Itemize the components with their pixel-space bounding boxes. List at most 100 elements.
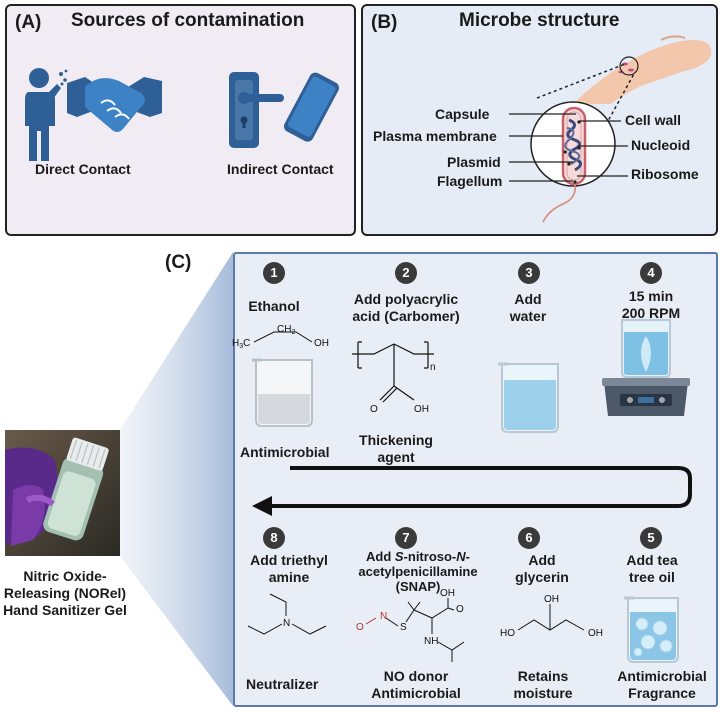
carbonyl-o-text: O (370, 404, 378, 415)
flagellum-label: Flagellum (437, 173, 503, 189)
glycerin-ho-text: HO (500, 628, 515, 639)
triethylamine-structure: N (247, 593, 327, 635)
step-3-title-line-1: Add (514, 291, 542, 307)
step-7-title-line-3: (SNAP) (395, 579, 441, 594)
snap-structure: OH O S N O NH (356, 588, 465, 662)
amine-n-text: N (283, 618, 290, 629)
panel-a: (A) Sources of contamination Direct Cont… (5, 4, 356, 236)
carbomer-structure: n O OH (352, 341, 436, 415)
door-handle-icon (229, 72, 284, 148)
panel-b-tag: (B) (371, 12, 398, 33)
handshake-icon (67, 77, 162, 132)
sanitizer-photo (5, 430, 120, 556)
phone-icon (283, 72, 339, 142)
step-7-title-line-1: Add S-nitroso-N- (365, 549, 470, 564)
step-6-number: 6 (518, 527, 540, 549)
label-leader-lines (509, 113, 628, 182)
capsule-label: Capsule (435, 106, 490, 122)
step-4-title-line-1: 15 min (628, 288, 674, 304)
coughing-person-icon (25, 68, 68, 161)
step-5-title: Add tea tree oil (612, 552, 692, 586)
snap-nh-text: NH (424, 636, 438, 647)
beaker-ethanol-icon (252, 358, 313, 427)
glycerin-oh-top-text: OH (544, 594, 559, 605)
direct-contact-label: Direct Contact (35, 161, 131, 177)
step-7-desc: NO donor Antimicrobial (356, 668, 476, 702)
carboxyl-oh-text: OH (414, 404, 429, 415)
beaker-tea-tree-oil-icon (624, 596, 679, 663)
panel-b-title: Microbe structure (459, 10, 620, 31)
h3c-text: H3C (232, 338, 250, 350)
step-1-number: 1 (263, 262, 285, 284)
step-4-title: 15 min 200 RPM (615, 288, 687, 322)
step-8-number: 8 (263, 527, 285, 549)
step-5-title-line-2: tree oil (629, 569, 675, 585)
step-8-title-line-2: amine (268, 569, 310, 585)
step-6-desc-line-1: Retains (517, 668, 569, 684)
step-2-title: Add polyacrylic acid (Carbomer) (336, 291, 476, 325)
step-8-title-line-1: Add triethyl (250, 552, 328, 568)
step-3-title-line-2: water (509, 308, 547, 324)
step-8-desc: Neutralizer (246, 676, 319, 692)
photo-caption-line-2: Releasing (NORel) (3, 585, 127, 601)
step-3-number: 3 (518, 262, 540, 284)
step-6-desc-line-2: moisture (513, 685, 573, 701)
magnetic-stirrer-icon (602, 319, 690, 416)
step-1-desc: Antimicrobial (240, 444, 330, 460)
indirect-contact-label: Indirect Contact (227, 161, 334, 177)
snap-no-o-text: O (356, 622, 364, 633)
step-6-title-line-1: Add (528, 552, 556, 568)
step-4-number: 4 (640, 262, 662, 284)
snap-n-text: N (380, 611, 387, 622)
step-2-title-line-2: acid (Carbomer) (352, 308, 460, 324)
ribosome-label: Ribosome (631, 166, 699, 182)
plasmid-label: Plasmid (447, 154, 501, 170)
step-4-title-line-2: 200 RPM (621, 305, 681, 321)
nucleoid-label: Nucleoid (631, 137, 691, 153)
panel-b: (B) Microbe structure Capsule Plasma (361, 4, 718, 236)
plasma-membrane-label: Plasma membrane (373, 128, 497, 144)
snap-s-text: S (400, 622, 407, 633)
snap-o-text: O (456, 604, 464, 615)
step-5-desc-line-1: Antimicrobial (617, 668, 707, 684)
photo-caption: Nitric Oxide- Releasing (NORel) Hand San… (0, 568, 130, 619)
step-2-number: 2 (395, 262, 417, 284)
polymer-n-text: n (430, 362, 436, 373)
oh-text: OH (314, 338, 329, 349)
beaker-water-icon (498, 362, 559, 433)
panel-a-title: Sources of contamination (71, 10, 305, 31)
step-1-title: Ethanol (248, 298, 300, 314)
panel-a-tag: (A) (15, 12, 42, 33)
step-5-desc: Antimicrobial Fragrance (612, 668, 712, 702)
step-2-title-line-1: Add polyacrylic (353, 291, 459, 307)
step-3-title: Add water (498, 291, 558, 325)
step-2-desc-line-1: Thickening (359, 432, 433, 448)
cell-wall-label: Cell wall (625, 112, 682, 128)
glycerin-oh-text: OH (588, 628, 603, 639)
step-7-desc-line-2: Antimicrobial (371, 685, 461, 701)
step-6-title-line-2: glycerin (515, 569, 569, 585)
photo-caption-line-1: Nitric Oxide- (23, 568, 107, 584)
step-8-title: Add triethyl amine (234, 552, 344, 586)
step-6-desc: Retains moisture (508, 668, 578, 702)
panel-c-tag: (C) (165, 252, 192, 273)
step-5-title-line-1: Add tea (626, 552, 678, 568)
finger-illustration (573, 35, 712, 104)
zoom-lines (536, 56, 639, 131)
ch2-text: CH2 (277, 324, 295, 336)
process-flow-arrow (252, 466, 692, 516)
step-7-title: Add S-nitroso-N- acetylpenicillamine (SN… (348, 549, 488, 594)
step-5-number: 5 (640, 527, 662, 549)
bacterium-illustration (530, 101, 616, 223)
ethanol-structure: H3C CH2 OH (232, 324, 329, 350)
snap-oh-text: OH (440, 588, 455, 599)
step-7-title-line-2: acetylpenicillamine (358, 564, 478, 579)
step-6-title: Add glycerin (504, 552, 580, 586)
step-2-desc: Thickening agent (356, 432, 436, 466)
step-7-desc-line-1: NO donor (383, 668, 449, 684)
step-5-desc-line-2: Fragrance (628, 685, 696, 701)
glycerin-structure: OH HO OH (500, 594, 603, 639)
step-7-number: 7 (395, 527, 417, 549)
step-2-desc-line-2: agent (377, 449, 415, 465)
